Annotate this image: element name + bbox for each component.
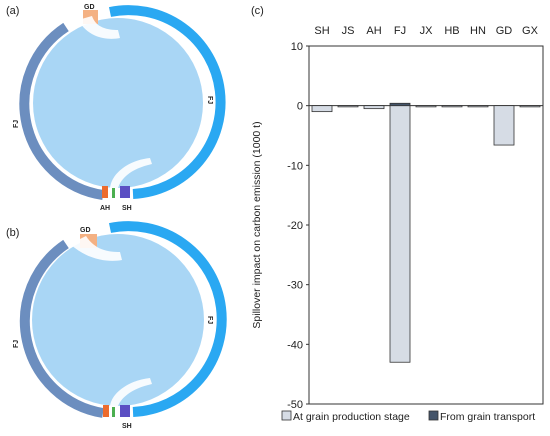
bar-production	[311, 105, 333, 113]
region-arc-fj-left-b	[19, 239, 104, 418]
bar-production	[389, 105, 411, 363]
y-tick-label: 0	[297, 101, 303, 113]
y-tick-label: -20	[287, 220, 303, 232]
bar-transport	[389, 102, 411, 107]
chord-diagram-b: (b) GD FJ FJ SH	[6, 221, 227, 430]
region-block-ah-a	[102, 186, 108, 198]
region-label-sh-a: SH	[122, 205, 132, 212]
region-label-sh-b: SH	[122, 423, 132, 430]
category-label: SH	[314, 25, 329, 37]
region-arc-fj-left-a	[19, 22, 104, 200]
category-label: HB	[444, 25, 459, 37]
category-label: AH	[366, 25, 381, 37]
region-block-sh-b	[120, 405, 130, 417]
y-tick-label: -10	[287, 160, 303, 172]
bar-production	[493, 105, 515, 146]
bar-production	[467, 105, 489, 108]
chord-ribbon-gd-a	[78, 16, 120, 39]
region-block-green-a	[112, 188, 115, 198]
y-tick-label: -30	[287, 280, 303, 292]
region-label-fj-right-b: FJ	[206, 316, 213, 324]
category-labels: SH JS AH FJ JX HB HN GD GX	[314, 25, 538, 37]
legend: At grain production stage From grain tra…	[281, 410, 535, 423]
bar-production	[415, 105, 437, 108]
y-axis-title: Spillover impact on carbon emission (100…	[251, 121, 263, 328]
bars	[311, 102, 541, 363]
chord-ribbon-gd-b	[70, 236, 122, 261]
legend-label-transport: From grain transport	[440, 411, 535, 423]
chord-ribbon-bottom-a	[110, 158, 152, 188]
region-label-gd-a: GD	[84, 4, 95, 11]
bar-production	[441, 105, 463, 108]
bar-production	[337, 105, 359, 108]
y-tick-label: -40	[287, 339, 303, 351]
panel-label-a: (a)	[6, 5, 19, 17]
region-block-green-b	[112, 407, 115, 417]
chord-fill-a	[33, 18, 203, 188]
bar-production	[519, 105, 541, 108]
legend-swatch-transport	[428, 410, 439, 421]
y-tick-label: 10	[291, 41, 303, 53]
y-axis-ticks: 10 0 -10 -20 -30 -40 -50	[287, 41, 309, 411]
chord-diagram-a: (a) GD FJ FJ AH SH	[6, 4, 226, 212]
legend-label-production: At grain production stage	[293, 411, 410, 423]
region-label-fj-left-a: FJ	[13, 120, 20, 128]
category-label: HN	[470, 25, 486, 37]
panel-label-c: (c)	[251, 5, 264, 17]
region-arc-fj-right-a	[108, 5, 226, 199]
region-label-fj-left-b: FJ	[13, 340, 20, 348]
category-label: GD	[496, 25, 513, 37]
category-label: JX	[420, 25, 434, 37]
bar-production	[363, 105, 385, 110]
region-block-ah-b	[103, 405, 109, 417]
region-label-ah-a: AH	[100, 205, 110, 212]
category-label: JS	[342, 25, 355, 37]
category-label: FJ	[394, 25, 406, 37]
category-label: GX	[522, 25, 539, 37]
panel-label-b: (b)	[6, 227, 19, 239]
bar-chart-c: (c) 10 0 -10 -20 -30 -40 -50 SH JS AH FJ JX HB HN GD G…	[251, 5, 544, 423]
y-tick-label: -50	[287, 399, 303, 411]
region-block-sh-a	[120, 186, 130, 198]
legend-swatch-production	[281, 410, 292, 421]
region-label-fj-right-a: FJ	[206, 96, 213, 104]
chord-ribbon-bottom-b	[110, 378, 152, 406]
region-label-gd-b: GD	[80, 227, 91, 234]
plot-frame	[308, 45, 544, 405]
region-arc-fj-right-b	[109, 221, 227, 417]
chord-fill-b	[32, 234, 204, 406]
